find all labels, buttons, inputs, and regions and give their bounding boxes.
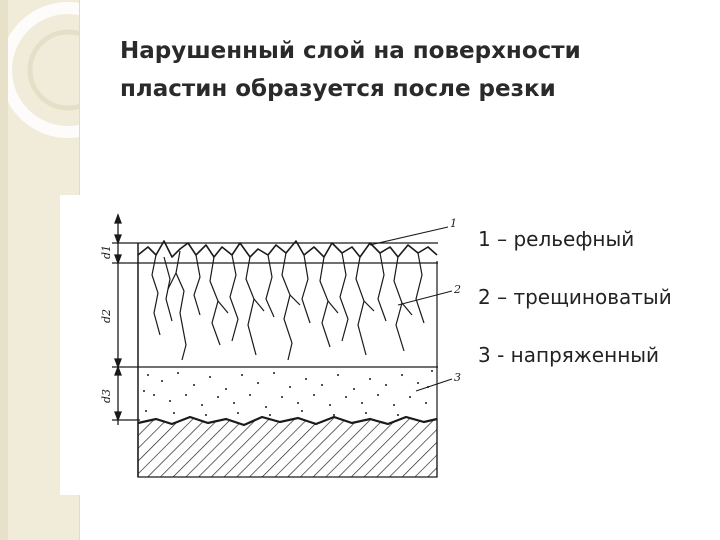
legend-item-relief: 1 – рельефный — [478, 227, 635, 251]
layer-legend: 1 – рельефный 2 – трещиноватый 3 - напря… — [478, 222, 672, 396]
leader-lines — [369, 226, 453, 392]
relief-layer — [137, 240, 438, 258]
callout-3: 3 — [454, 371, 461, 384]
substrate-hatched — [137, 416, 438, 478]
layer-cross-section: d1 d2 d3 — [100, 213, 461, 478]
crack-lines — [151, 250, 425, 361]
dimension-line — [112, 213, 438, 425]
decorative-circles — [0, 0, 80, 540]
slide-title: Нарушенный слой на поверхности пластин о… — [120, 32, 680, 108]
legend-item-stressed: 3 - напряженный — [478, 343, 660, 367]
title-line-1: Нарушенный слой на поверхности — [120, 38, 581, 64]
callout-2: 2 — [453, 283, 461, 296]
legend-item-cracked: 2 – трещиноватый — [478, 285, 672, 309]
title-line-2: пластин образуется после резки — [120, 76, 556, 102]
dimension-label-d3: d3 — [100, 389, 113, 403]
dimension-label-d1: d1 — [100, 245, 113, 259]
stressed-layer-dots — [143, 370, 433, 416]
damaged-layer-diagram: d1 d2 d3 — [60, 195, 480, 495]
dimension-label-d2: d2 — [100, 309, 113, 323]
callout-1: 1 — [450, 217, 457, 230]
